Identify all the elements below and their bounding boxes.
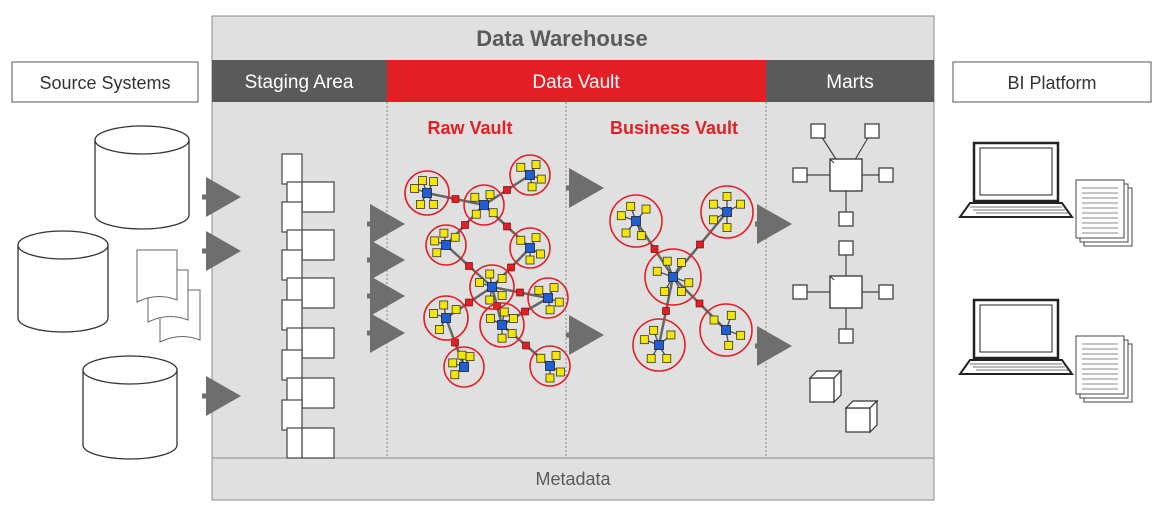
bi-platform-label: BI Platform: [1007, 73, 1096, 93]
vault-link: [634, 220, 675, 278]
data-vault-header-bar: [387, 60, 766, 102]
vault-hub-cluster: [609, 194, 663, 248]
marts-header-bar: [766, 60, 934, 102]
vault-hub-cluster: [423, 295, 469, 341]
vault-hub-cluster: [479, 302, 525, 348]
staging-area-label: Staging Area: [245, 72, 354, 93]
file-stack-icon: [136, 249, 201, 343]
marts-group: [792, 123, 894, 434]
vault-link: [491, 285, 549, 300]
raw-vault-network: [404, 154, 571, 388]
vault-link: [657, 276, 675, 346]
cube-icon: [844, 399, 879, 434]
vault-link: [426, 191, 485, 207]
vault-link: [445, 244, 493, 288]
star-schema-icon: [792, 123, 894, 227]
marts-label: Marts: [826, 72, 874, 93]
staging-header-bar: [212, 60, 387, 102]
laptop-icon: [958, 298, 1074, 375]
vault-hub-cluster: [632, 318, 686, 372]
raw-vault-title: Raw Vault: [427, 118, 512, 138]
bi-platform-box: [952, 61, 1152, 103]
data-vault-label: Data Vault: [532, 72, 620, 93]
source-systems-box: [11, 61, 199, 103]
staging-tables: [281, 153, 335, 459]
vault-hub-cluster: [509, 154, 551, 196]
report-icon: [1075, 335, 1133, 403]
vault-hub-cluster: [509, 227, 551, 269]
business-vault-title: Business Vault: [610, 118, 738, 138]
vault-hub-cluster: [425, 224, 467, 266]
vault-hub-cluster: [644, 248, 702, 306]
vault-link: [483, 173, 531, 207]
database-icon: [17, 230, 109, 333]
staging-table-icon: [281, 349, 335, 409]
database-icon: [82, 355, 178, 460]
vault-hub-cluster: [469, 264, 515, 310]
flow-arrows: [202, 168, 792, 416]
warehouse-title: Data Warehouse: [476, 26, 648, 51]
vault-hub-cluster: [443, 346, 485, 388]
source-systems-label: Source Systems: [39, 73, 170, 93]
metadata-label: Metadata: [535, 469, 611, 489]
vault-hub-cluster: [463, 184, 505, 226]
vault-link: [490, 286, 504, 326]
vault-hub-cluster: [700, 185, 754, 239]
database-icon: [94, 125, 190, 230]
report-icon: [1075, 179, 1133, 247]
vault-hub-cluster: [699, 303, 753, 357]
business-vault-network: [609, 185, 754, 372]
staging-table-icon: [281, 399, 335, 459]
star-schema-icon: [792, 240, 894, 344]
vault-hub-cluster: [527, 277, 569, 319]
vault-hub-cluster: [404, 170, 450, 216]
vault-hub-cluster: [529, 345, 571, 387]
laptop-icon: [958, 141, 1074, 218]
cube-icon: [808, 369, 843, 404]
bi-platform-icons: [958, 141, 1133, 403]
